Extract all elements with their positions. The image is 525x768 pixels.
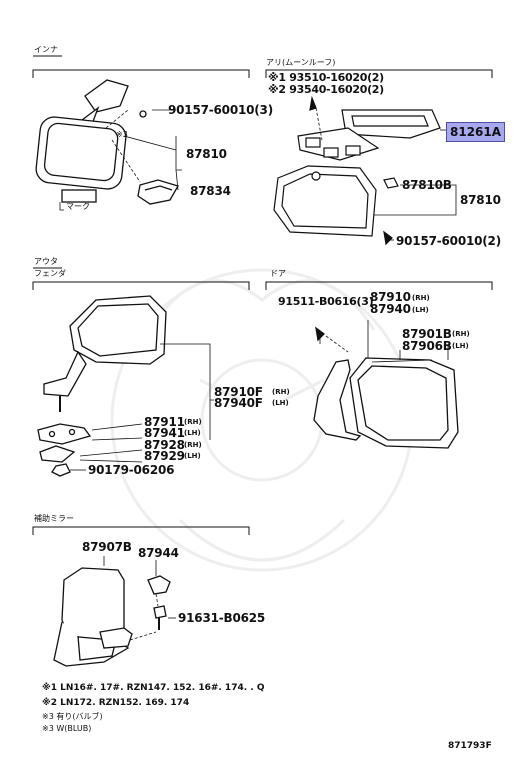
part-90157-60010-3[interactable]: 90157-60010(3)	[168, 103, 273, 117]
part-90179-06206[interactable]: 90179-06206	[88, 463, 175, 477]
side-87929: (LH)	[184, 452, 201, 460]
section-aux-title: 補助ミラー	[34, 514, 74, 523]
section-fender-title: フェンダ	[34, 269, 66, 278]
footnote-4: ※3 W(BLUB)	[42, 724, 92, 733]
side-87906b: (LH)	[452, 342, 469, 350]
roof-console-drawing	[273, 95, 441, 246]
aux-mirror-drawing	[53, 567, 171, 667]
part-87910f[interactable]: 87910F	[214, 385, 263, 399]
inner-mirror-drawing	[35, 79, 179, 205]
part-87944[interactable]: 87944	[138, 546, 179, 560]
part-87911[interactable]: 87911	[144, 415, 185, 429]
section-outer-title: アウタ	[34, 257, 58, 266]
fender-mirror-drawing	[37, 295, 167, 477]
side-rh-87910f: (RH)	[272, 388, 290, 396]
side-87911: (RH)	[184, 418, 202, 426]
part-87910[interactable]: 87910	[370, 290, 411, 304]
bracket-door	[265, 281, 493, 290]
side-lh-87940: (LH)	[412, 306, 429, 314]
part-87810-roof[interactable]: 87810	[460, 193, 501, 207]
part-90157-60010-2[interactable]: 90157-60010(2)	[396, 234, 501, 248]
part-87901b[interactable]: 87901B	[402, 327, 452, 341]
section-door-title: ドア	[270, 269, 286, 278]
footnote-2: ※2 LN172. RZN152. 169. 174	[42, 698, 190, 708]
alt-part-93510[interactable]: ※1 93510-16020(2)	[268, 71, 384, 84]
part-87928[interactable]: 87928	[144, 438, 185, 452]
part-87834[interactable]: 87834	[190, 184, 231, 198]
footnote-1: ※1 LN16#. 17#. RZN147. 152. 16#. 174. . …	[42, 683, 265, 693]
part-81261a-highlighted[interactable]: 81261A	[446, 122, 506, 142]
side-rh-87910: (RH)	[412, 294, 430, 302]
illustration-ref-number: 871793F	[448, 741, 492, 751]
section-inner-title: インナ	[34, 45, 58, 54]
part-87929[interactable]: 87929	[144, 449, 185, 463]
label-mark: マーク	[66, 202, 90, 211]
part-87940[interactable]: 87940	[370, 302, 411, 316]
bracket-roof	[265, 69, 493, 78]
door-mirror-drawing	[313, 326, 459, 449]
bracket-outer	[32, 281, 250, 290]
side-87928: (RH)	[184, 441, 202, 449]
bracket-aux	[32, 526, 250, 535]
part-87810b[interactable]: 87810B	[402, 178, 452, 192]
part-87907b[interactable]: 87907B	[82, 540, 132, 554]
bracket-inner	[32, 69, 250, 78]
part-91631-b0625[interactable]: 91631-B0625	[178, 611, 266, 625]
side-87901b: (RH)	[452, 330, 470, 338]
part-87810-inner[interactable]: 87810	[186, 147, 227, 161]
part-87906b[interactable]: 87906B	[402, 339, 452, 353]
part-87940f[interactable]: 87940F	[214, 396, 263, 410]
part-87941[interactable]: 87941	[144, 426, 185, 440]
part-91511-b0616[interactable]: 91511-B0616(3)	[278, 295, 374, 308]
footnote-3: ※3 有り(バルブ)	[42, 712, 103, 721]
alt-part-93540[interactable]: ※2 93540-16020(2)	[268, 83, 384, 96]
side-lh-87940f: (LH)	[272, 399, 289, 407]
section-roof-title: アリ(ムーンルーフ)	[266, 58, 336, 67]
side-87941: (LH)	[184, 429, 201, 437]
note-marker-3: ※3	[116, 130, 128, 139]
